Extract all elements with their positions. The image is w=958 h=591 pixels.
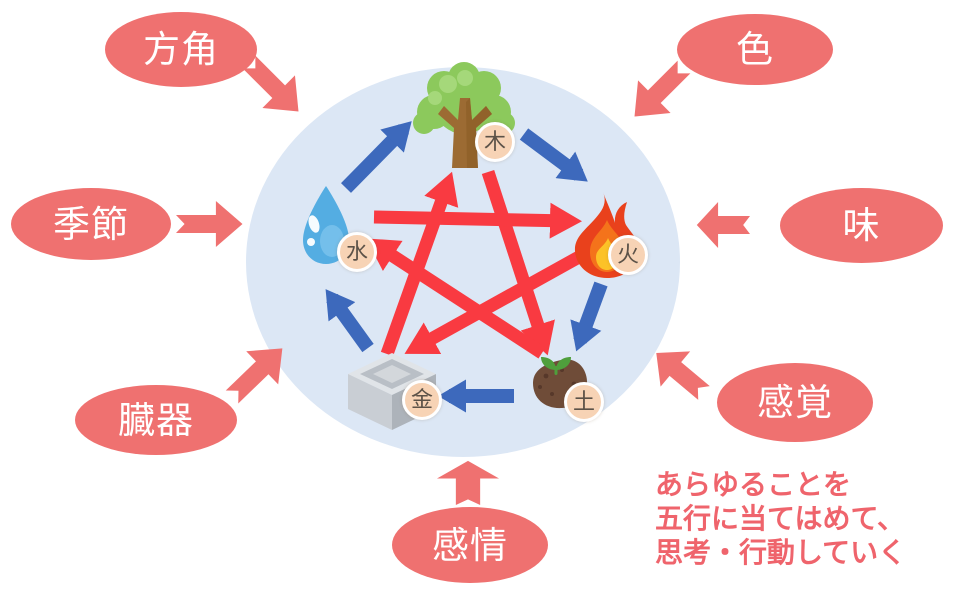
season-block-arrow (176, 201, 243, 247)
label-emotions-text: 感情 (432, 524, 508, 566)
direction-block-arrow (242, 55, 299, 112)
label-color: 色 (677, 14, 833, 85)
label-organs: 臓器 (75, 385, 237, 455)
label-color-text: 色 (736, 29, 774, 70)
emotions-block-arrow (436, 460, 500, 505)
overcoming-arrow-wood-to-earth (481, 169, 555, 356)
label-taste-text: 味 (842, 205, 881, 246)
generating-arrow-water-to-wood (341, 121, 412, 193)
overcoming-arrow-water-to-fire (373, 202, 582, 239)
label-senses-text: 感覚 (757, 382, 833, 423)
generating-arrow-wood-to-fire (519, 128, 588, 182)
tree-icon (413, 62, 515, 168)
label-direction-text: 方角 (143, 29, 219, 70)
caption-line-2: 五行に当てはめて、 (655, 503, 906, 534)
organs-block-arrow (225, 348, 283, 404)
senses-block-arrow (656, 351, 710, 400)
label-taste: 味 (780, 188, 943, 263)
element-badge-metal: 金 (402, 380, 442, 420)
label-direction: 方角 (105, 12, 257, 87)
label-season: 季節 (11, 188, 171, 260)
label-senses: 感覚 (717, 363, 873, 442)
caption-text: あらゆることを 五行に当てはめて、 思考・行動していく (655, 468, 906, 570)
caption-line-3: 思考・行動していく (655, 537, 907, 568)
generating-arrow-fire-to-earth (570, 281, 608, 352)
element-badge-earth: 土 (564, 382, 604, 422)
color-block-arrow (634, 60, 691, 117)
overcoming-arrow-earth-to-water (365, 238, 546, 359)
caption-line-1: あらゆることを (655, 469, 852, 500)
element-badge-water: 水 (337, 232, 377, 272)
element-badge-fire: 火 (608, 235, 648, 275)
label-organs-text: 臓器 (118, 399, 194, 441)
label-emotions: 感情 (392, 507, 548, 583)
label-season-text: 季節 (53, 203, 129, 245)
taste-block-arrow (696, 202, 750, 248)
element-badge-wood: 木 (475, 122, 515, 162)
overcoming-arrow-fire-to-metal (404, 246, 592, 355)
generating-arrow-metal-to-water (325, 289, 374, 353)
